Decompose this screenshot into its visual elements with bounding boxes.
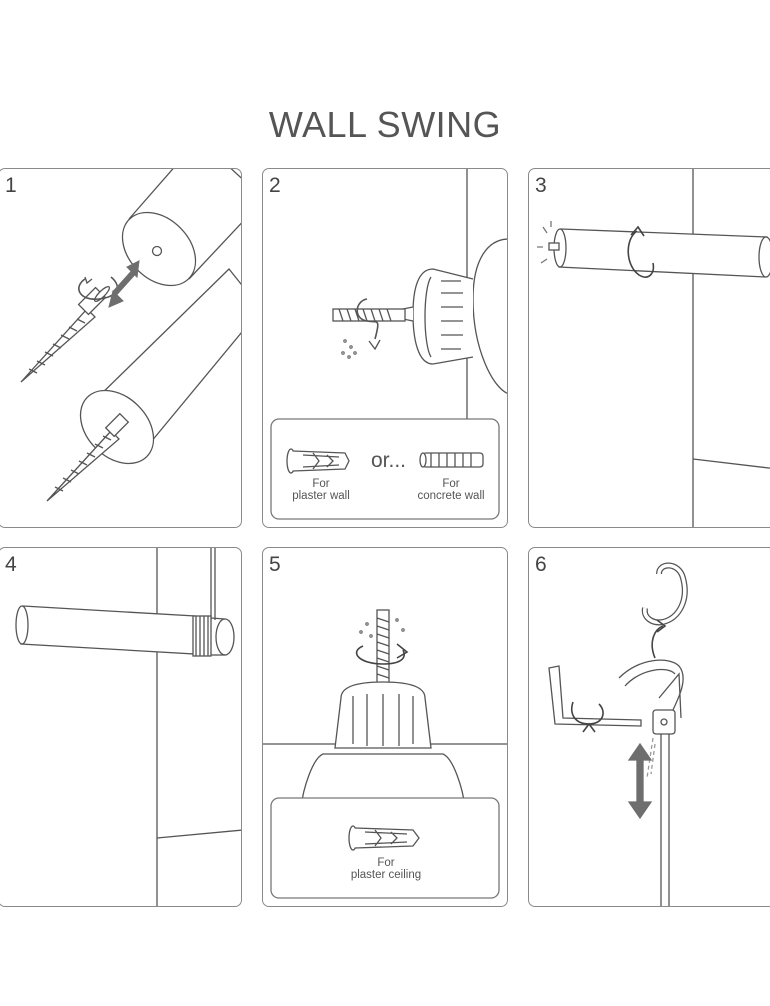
rotate-arrow [78, 276, 119, 300]
rotate-arrow [356, 645, 405, 665]
floor-edge [692, 458, 770, 469]
step-number: 2 [269, 174, 281, 197]
plaster-anchor-icon [286, 448, 350, 474]
step-1-illustration [20, 169, 241, 502]
or-text: or... [371, 449, 407, 472]
step-number: 6 [535, 553, 547, 576]
anchor-option-box [270, 797, 500, 899]
plaster-anchor-icon [348, 825, 420, 851]
step-3-illustration [537, 169, 770, 527]
step-6-illustration [548, 562, 688, 906]
drill-bit [376, 609, 390, 687]
screw-upper [20, 285, 111, 383]
double-arrow [108, 260, 140, 308]
drill [300, 681, 466, 809]
screw-lower [46, 412, 130, 502]
step-number: 4 [5, 553, 17, 576]
tube [15, 605, 196, 655]
dashed-guide [646, 737, 656, 779]
step-number: 1 [5, 174, 17, 197]
step-6-panel: 6 [528, 547, 770, 907]
hanger [618, 659, 684, 719]
tube-end-upper [121, 169, 241, 287]
double-arrow [627, 742, 653, 820]
step-1-panel: 1 [0, 168, 242, 528]
page-title: WALL SWING [268, 104, 502, 145]
step-4-panel: 4 [0, 547, 242, 907]
spark-lines [537, 221, 552, 264]
step-5-illustration [263, 609, 507, 899]
drill [402, 238, 507, 394]
bracket [548, 665, 642, 727]
rotate-arrow [356, 298, 379, 340]
floor-edge [156, 829, 241, 839]
screw-tip [548, 242, 560, 251]
step-2-panel: 2 Fo [262, 168, 508, 528]
threaded-end [192, 615, 235, 657]
rotate-arrow [651, 625, 664, 659]
step-4-illustration [15, 548, 241, 906]
step-number: 3 [535, 174, 547, 197]
concrete-anchor-icon [419, 452, 484, 468]
step-2-illustration [270, 169, 507, 520]
step-3-panel: 3 [528, 168, 770, 528]
ceiling-hook [641, 562, 688, 626]
dust [359, 618, 405, 638]
rotate-arrow [627, 230, 655, 278]
tube [553, 228, 770, 278]
step-number: 5 [269, 553, 281, 576]
dust [341, 339, 357, 359]
drill-bit [332, 308, 406, 322]
anchor-options-box [270, 418, 500, 520]
connector [652, 709, 676, 906]
